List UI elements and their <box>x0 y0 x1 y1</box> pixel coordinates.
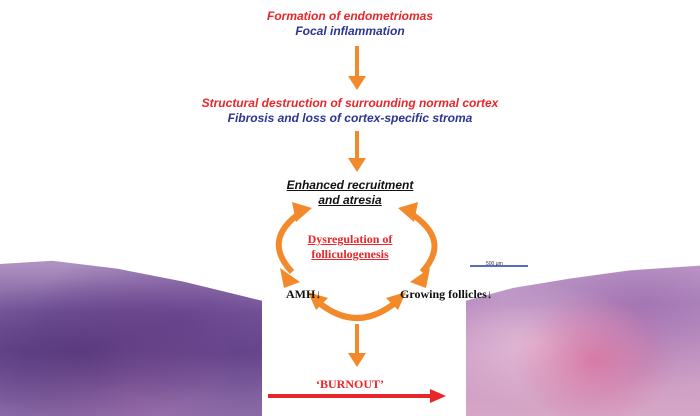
arrow-down-1 <box>348 46 366 90</box>
top-line-2: Focal inflammation <box>295 24 405 38</box>
top-line-1: Formation of endometriomas <box>266 9 433 23</box>
middle-line-1: Structural destruction of surrounding no… <box>201 96 499 110</box>
dysregulation-line-1: Dysregulation of <box>307 232 393 246</box>
recruitment-line-1: Enhanced recruitment <box>286 178 414 192</box>
dysregulation-line-2: folliculogenesis <box>311 247 389 261</box>
arrow-down-3 <box>348 324 366 367</box>
arrow-down-2 <box>348 131 366 172</box>
histology-image-right <box>466 265 700 416</box>
recruitment-line-2: and atresia <box>318 193 382 207</box>
scale-bar-label: 500 μm <box>486 261 503 267</box>
curve-arrow-bottom <box>308 292 406 321</box>
curve-arrow-left <box>275 202 312 288</box>
scale-bar <box>470 265 528 267</box>
burnout-arrow <box>268 389 446 403</box>
curve-arrow-right <box>398 202 438 288</box>
amh-label: AMH↓ <box>286 287 322 301</box>
middle-line-2: Fibrosis and loss of cortex-specific str… <box>227 111 473 125</box>
burnout-label: ‘BURNOUT’ <box>316 377 384 391</box>
growing-follicles-label: Growing follicles↓ <box>400 287 493 301</box>
